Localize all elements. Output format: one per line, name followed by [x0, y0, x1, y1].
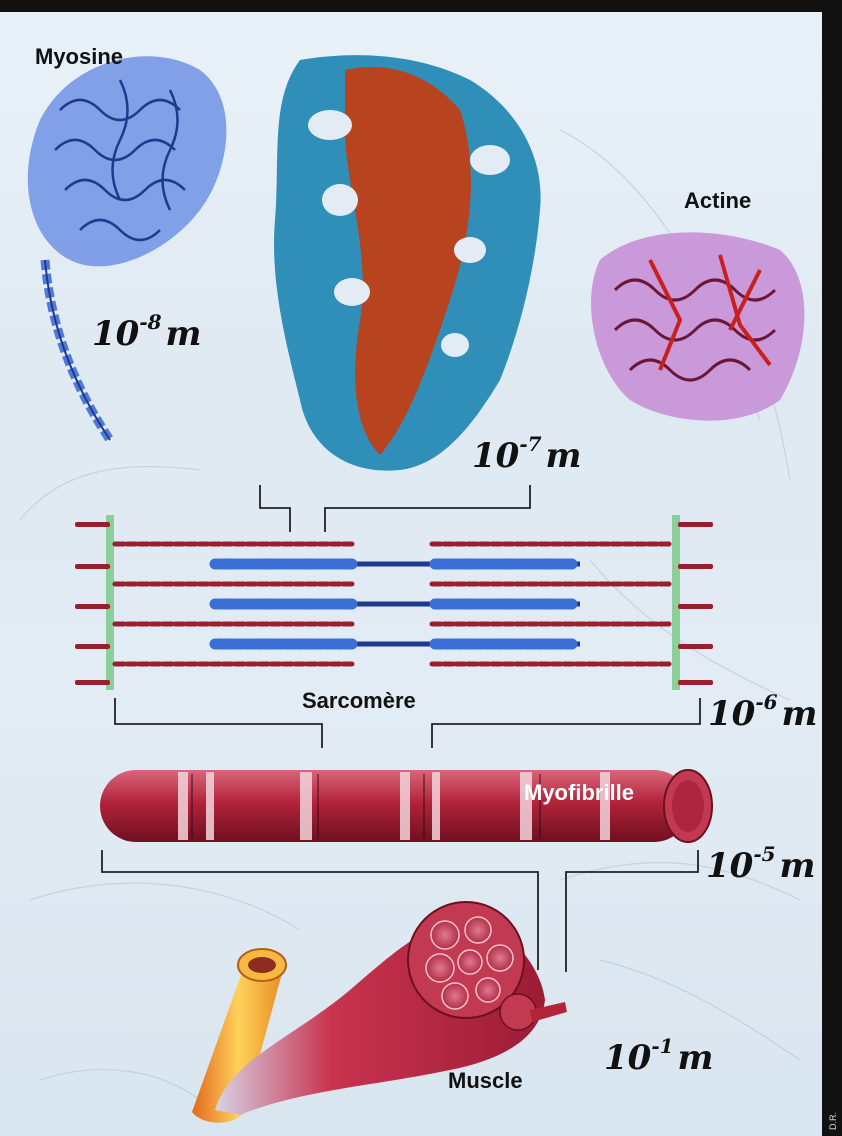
scale-unit: m	[678, 1038, 714, 1078]
scale-exponent: -5	[753, 842, 775, 866]
scale-base: 10	[472, 436, 519, 476]
scale-unit: m	[546, 436, 582, 476]
scale-base: 10	[706, 846, 753, 886]
sarcomere	[75, 515, 713, 690]
scale-exponent: -7	[519, 432, 541, 456]
actin-structure	[591, 232, 804, 420]
label-myosine: Myosine	[35, 44, 123, 70]
bracket-helix-to-sarcomere	[260, 485, 530, 532]
scale-exponent: -1	[651, 1034, 673, 1058]
scale-base: 10	[708, 694, 755, 734]
label-actine: Actine	[684, 188, 751, 214]
scale-base: 10	[604, 1038, 651, 1078]
label-muscle: Muscle	[448, 1068, 523, 1094]
label-myofibrille: Myofibrille	[524, 780, 634, 806]
actin-helix-model	[274, 55, 541, 470]
scale-unit: m	[166, 314, 202, 354]
scale-unit: m	[780, 846, 816, 886]
label-sarcomere: Sarcomère	[302, 688, 416, 714]
z-disc-right	[672, 515, 680, 690]
scale-exponent: -8	[139, 310, 161, 334]
scale-base: 10	[92, 314, 139, 354]
myosin-structure	[28, 56, 227, 440]
scale-unit: m	[782, 694, 818, 734]
scale-exponent: -6	[755, 690, 777, 714]
image-credit: D.R.	[828, 1112, 838, 1130]
